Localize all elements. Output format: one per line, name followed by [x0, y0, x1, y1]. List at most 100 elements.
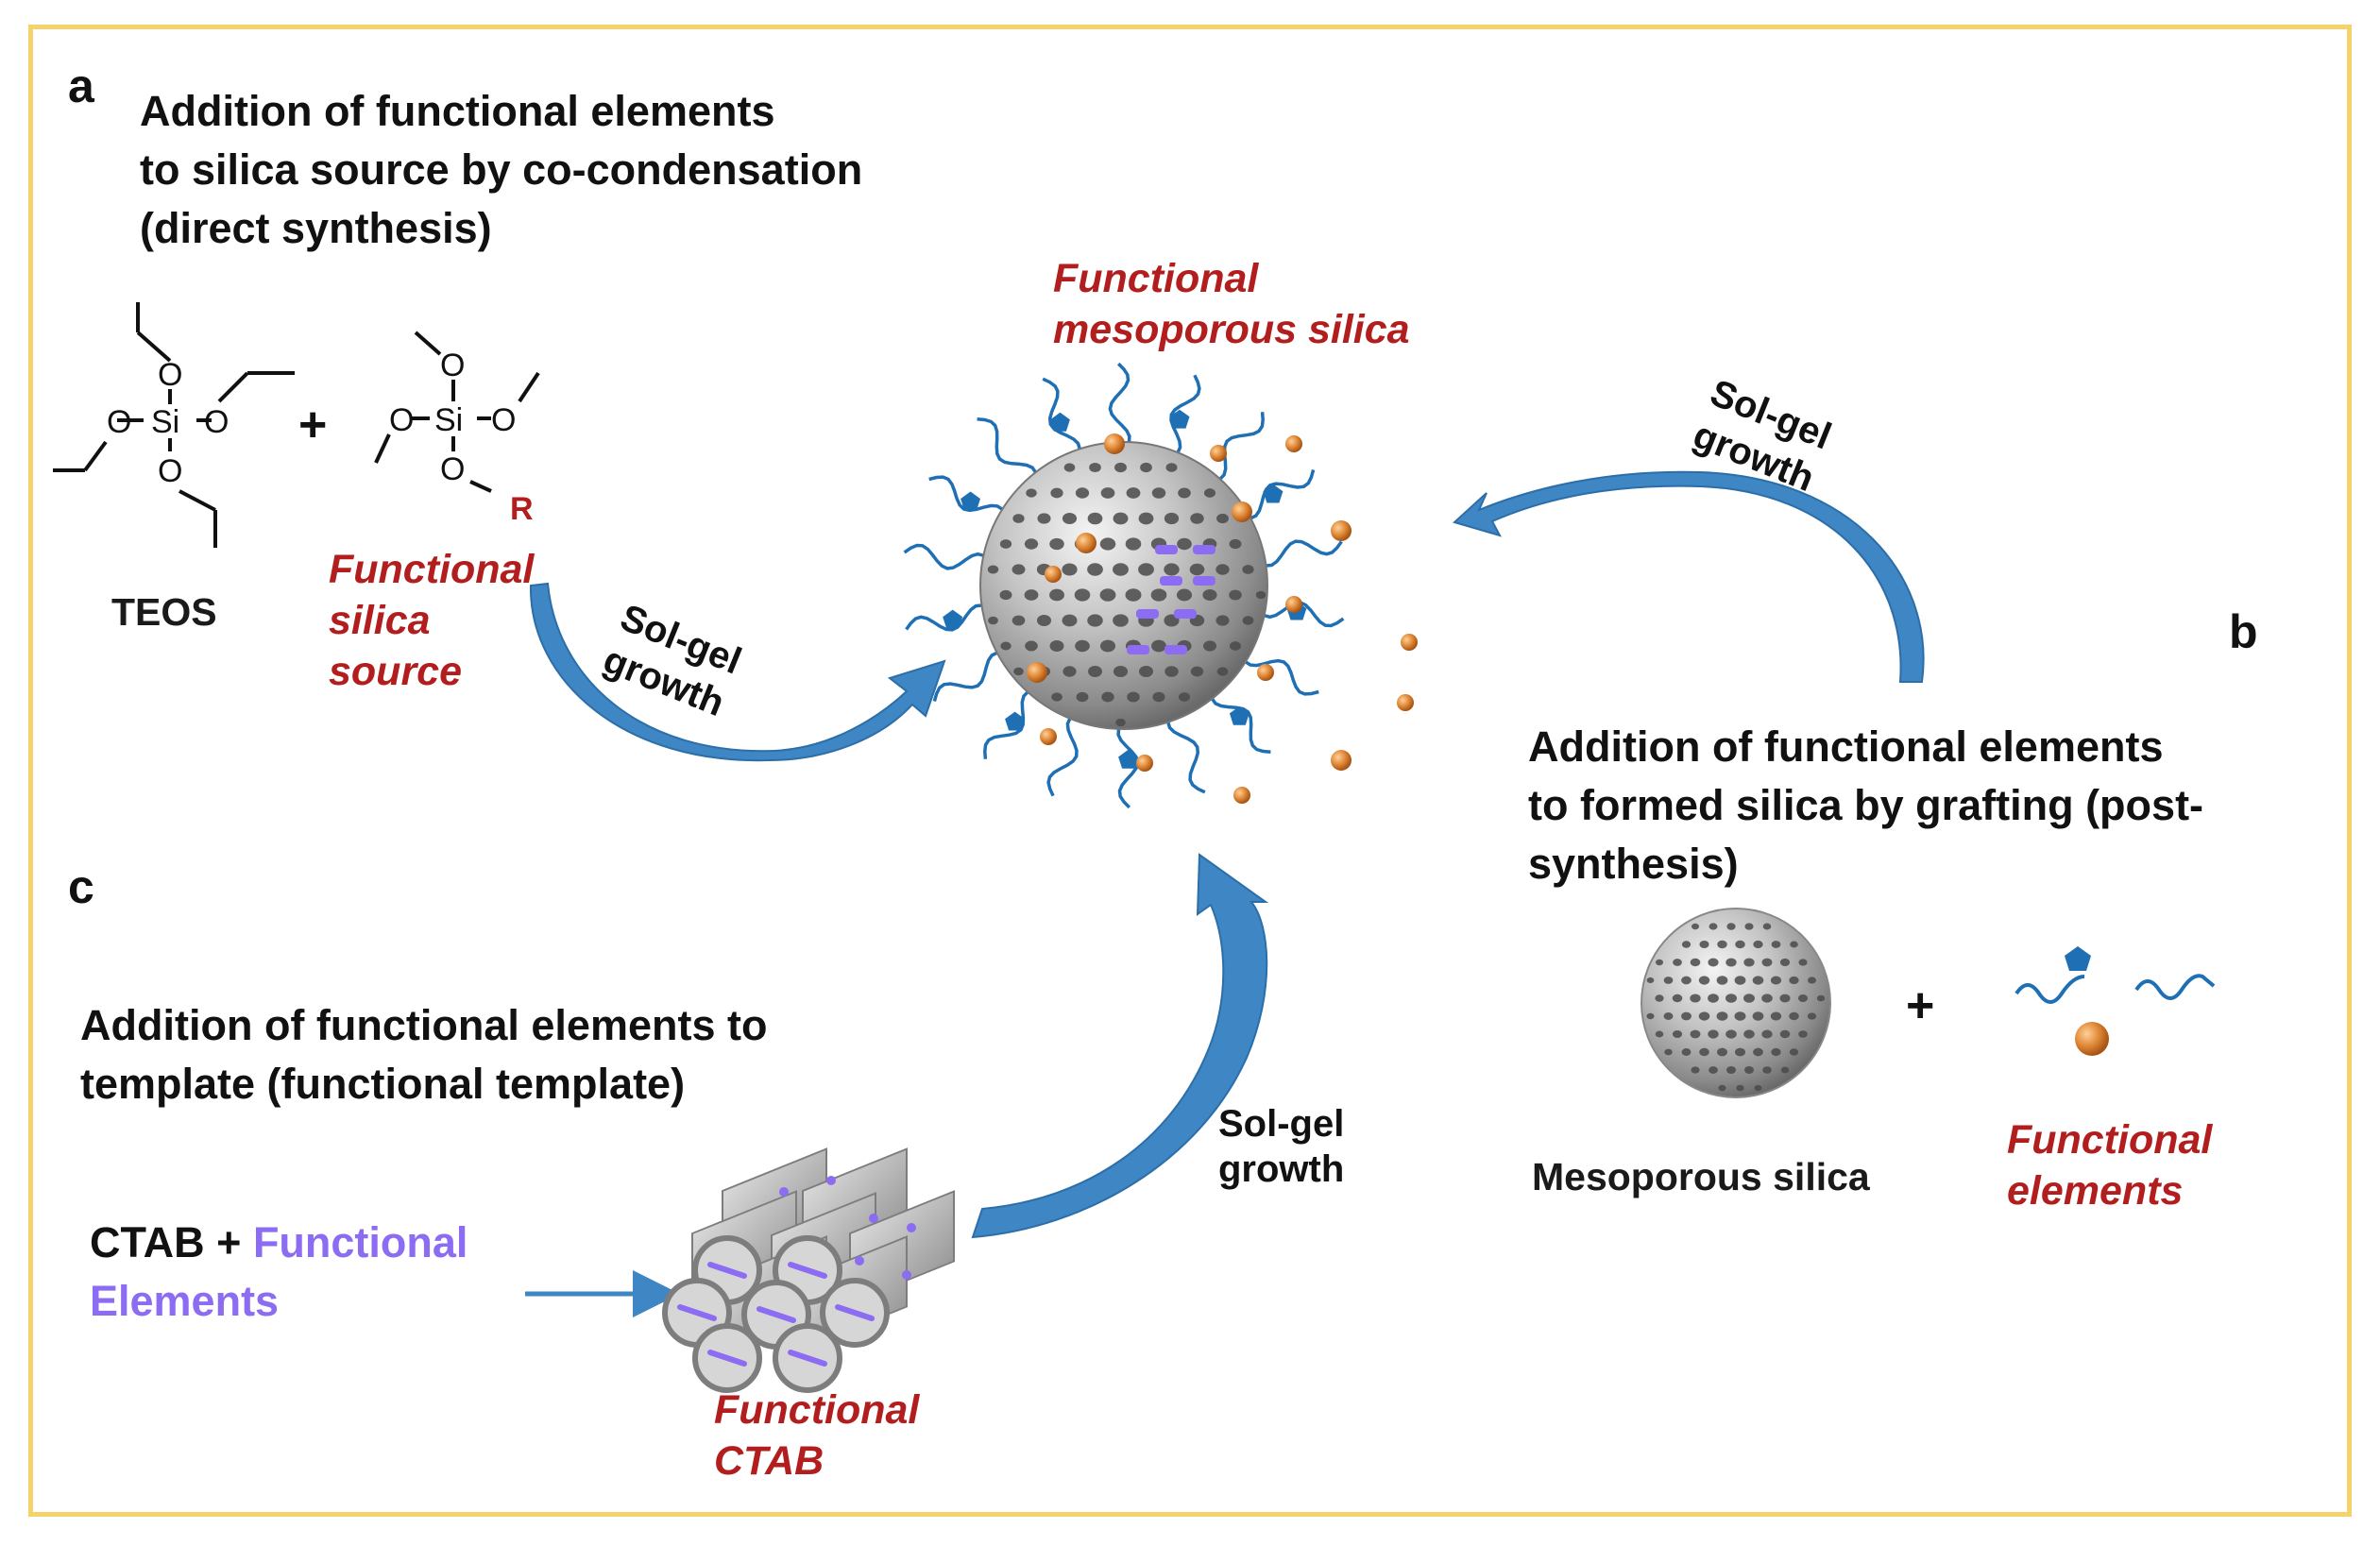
pore — [1049, 537, 1064, 551]
label-line: Functional — [2007, 1117, 2213, 1163]
plus-sign-a: + — [298, 398, 328, 452]
pore — [987, 565, 999, 574]
pore — [1189, 563, 1205, 576]
ctab-plus-functional-elements: CTAB + Functional Elements — [90, 1214, 468, 1331]
chain — [1046, 709, 1083, 797]
label-line: Functional — [714, 1387, 920, 1433]
pore — [1216, 615, 1230, 626]
pore — [1051, 692, 1062, 702]
functional-element-dot — [779, 1187, 789, 1197]
functional-element-bar — [1193, 576, 1216, 586]
mesoporous-silica-label: Mesoporous silica — [1532, 1155, 1870, 1198]
pore — [1164, 563, 1180, 576]
pore — [1708, 994, 1719, 1003]
functional-ctab-label: Functional CTAB — [714, 1385, 919, 1487]
chain — [905, 603, 995, 632]
atom-o: O — [440, 348, 466, 383]
ctab-prefix: CTAB + — [90, 1218, 253, 1266]
pore — [1101, 691, 1114, 703]
arrow-c — [971, 853, 1269, 1239]
chain — [1238, 648, 1319, 696]
chain — [1042, 377, 1081, 464]
pore — [1036, 614, 1052, 627]
pore — [1152, 691, 1165, 703]
functional-elements-icon — [2014, 946, 2216, 1056]
pore — [1178, 487, 1191, 499]
pore — [1242, 616, 1254, 625]
functional-word: Functional — [252, 1218, 468, 1266]
pore — [1216, 564, 1230, 575]
pore — [1708, 1066, 1718, 1074]
pore — [1075, 639, 1090, 653]
pore — [1726, 994, 1737, 1003]
pore — [1000, 641, 1012, 651]
teos-label: TEOS — [111, 590, 217, 634]
atom-o: O — [158, 453, 183, 489]
functional-element-bar — [1160, 576, 1182, 586]
pore — [1229, 641, 1242, 651]
pore — [1770, 1011, 1782, 1021]
label-line: Functional — [1053, 256, 1259, 301]
pore — [1770, 976, 1782, 985]
pore — [1690, 958, 1701, 967]
chain — [977, 416, 1039, 487]
pore — [1807, 1012, 1817, 1020]
pore — [1202, 640, 1217, 652]
pore — [1063, 463, 1076, 472]
atom-o: O — [491, 402, 517, 438]
pore — [1012, 564, 1026, 575]
pore — [1139, 666, 1153, 677]
functional-elements-label: Functional elements — [2007, 1114, 2212, 1216]
label-line: elements — [2007, 1168, 2184, 1214]
pore — [1681, 1048, 1692, 1056]
pore — [1049, 588, 1064, 602]
orange-particle — [1285, 435, 1302, 452]
atom-o: O — [107, 404, 132, 440]
pore — [1024, 538, 1039, 550]
heading-line: synthesis) — [1528, 840, 1739, 888]
pore — [1099, 588, 1116, 602]
pore — [1726, 958, 1737, 967]
pore — [1734, 976, 1746, 985]
pore — [1716, 1011, 1728, 1021]
functional-mesoporous-silica-title: Functional mesoporous silica — [1053, 253, 1410, 355]
pore — [1664, 1048, 1673, 1056]
pore — [1062, 666, 1077, 677]
pore — [1780, 1066, 1790, 1074]
pentagon-group — [1169, 409, 1190, 429]
orange-particle — [1257, 664, 1274, 681]
pore — [1779, 958, 1791, 967]
pore — [1100, 487, 1115, 499]
label-line: CTAB — [714, 1438, 824, 1484]
pore — [1655, 1030, 1664, 1038]
pore — [1663, 977, 1674, 984]
pore — [1752, 1011, 1764, 1021]
pore — [1726, 1029, 1737, 1039]
functional-ctab-bundle — [662, 1147, 955, 1393]
pentagon-group — [1229, 705, 1250, 725]
pore — [1113, 614, 1129, 627]
pore — [1190, 666, 1204, 677]
pore — [1734, 1047, 1746, 1057]
pore — [1255, 590, 1266, 600]
pore — [1655, 994, 1664, 1002]
pore — [1681, 1011, 1692, 1021]
pore — [1229, 589, 1242, 601]
orange-particle — [1397, 694, 1414, 711]
pentagon-group — [1118, 749, 1138, 769]
pore — [1734, 1011, 1746, 1021]
orange-particle — [1331, 750, 1352, 771]
functional-element-bar — [1136, 609, 1159, 619]
pore — [1113, 512, 1129, 525]
pore — [1816, 994, 1826, 1002]
atom-si: Si — [434, 402, 464, 438]
pore — [1663, 1012, 1674, 1020]
pore — [1744, 923, 1754, 930]
pore — [1761, 958, 1773, 967]
heading-line: Addition of functional elements to — [80, 1001, 768, 1049]
functional-element-bar — [707, 1262, 747, 1279]
pore — [1151, 487, 1166, 499]
pore — [1655, 959, 1664, 966]
pentagon-group — [943, 609, 963, 629]
chain — [928, 475, 1010, 523]
